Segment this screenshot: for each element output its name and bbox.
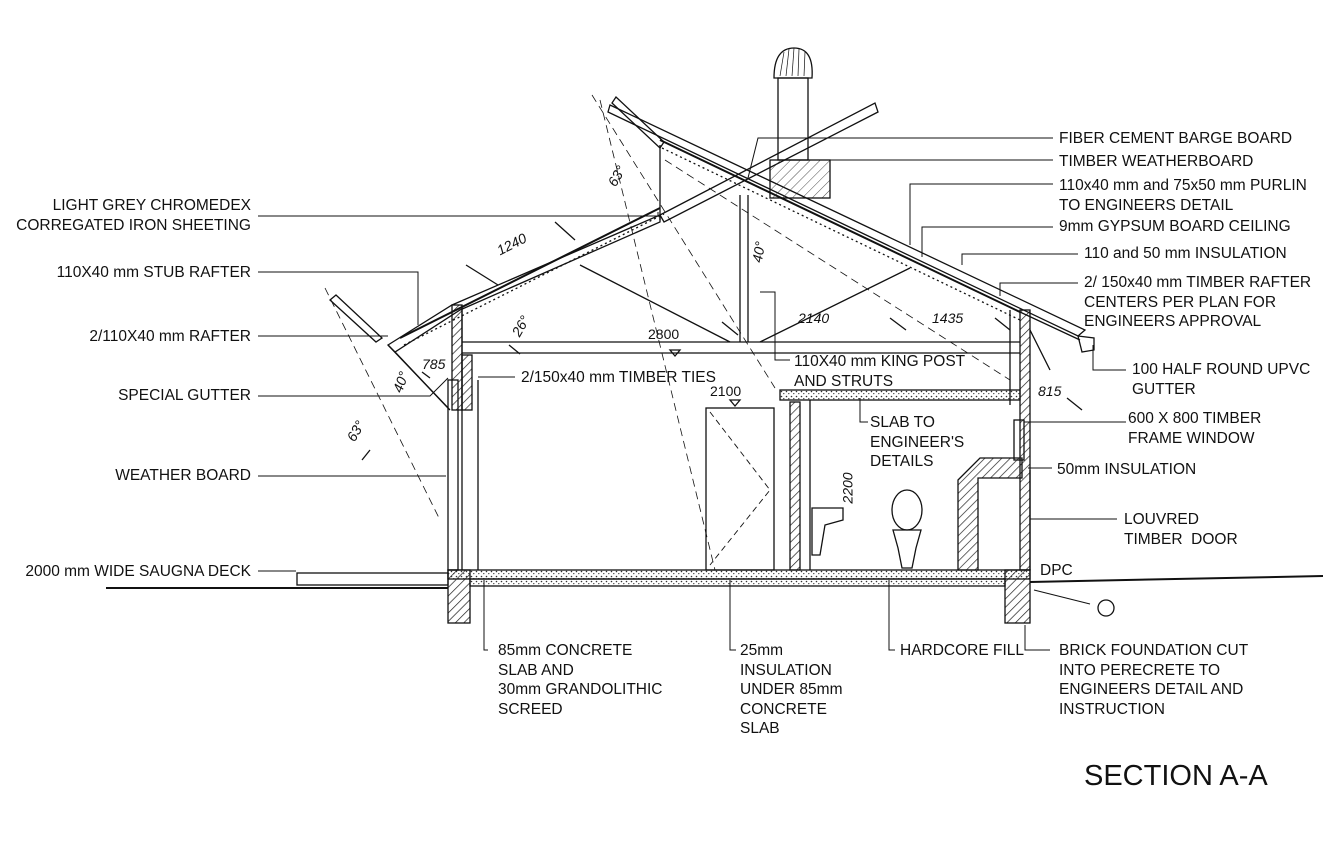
right-foundation (1004, 569, 1031, 624)
label-slab: SLAB TO ENGINEER'S DETAILS (870, 414, 965, 470)
ventilator-icon (773, 47, 813, 79)
label-insulation-25: 25mm INSULATION UNDER 85mm CONCRETE SLAB (740, 642, 843, 737)
label-timber-rafter: 2/ 150x40 mm TIMBER RAFTER CENTERS PER P… (1084, 274, 1312, 330)
dim-2800: 2800 (648, 326, 680, 342)
label-sheeting: LIGHT GREY CHROMEDEX CORREGATED IRON SHE… (16, 197, 251, 234)
chimney (777, 77, 809, 161)
left-foundation (447, 569, 471, 624)
label-hardcore: HARDCORE FILL (900, 642, 1025, 659)
label-rafter: 2/110X40 mm RAFTER (89, 328, 251, 345)
label-gypsum: 9mm GYPSUM BOARD CEILING (1059, 218, 1291, 235)
dim-2100: 2100 (710, 383, 742, 399)
sauna-deck (296, 572, 449, 586)
dim-2200: 2200 (839, 472, 856, 504)
label-louvred-door: LOUVRED TIMBER DOOR (1124, 511, 1238, 548)
label-weather-board: WEATHER BOARD (115, 467, 251, 484)
label-window: 600 X 800 TIMBER FRAME WINDOW (1128, 410, 1262, 447)
label-king-post: 110X40 mm KING POST AND STRUTS (794, 353, 966, 390)
toilet-icon (891, 489, 923, 531)
label-upvc-gutter: 100 HALF ROUND UPVC GUTTER (1132, 361, 1311, 398)
label-barge-board: FIBER CEMENT BARGE BOARD (1059, 130, 1293, 147)
dim-2140: 2140 (798, 310, 830, 326)
label-stub-rafter: 110X40 mm STUB RAFTER (56, 264, 251, 281)
basin-icon (811, 507, 844, 556)
label-insulation-50: 50mm INSULATION (1057, 461, 1197, 478)
dim-1435: 1435 (932, 310, 964, 326)
label-purlin: 110x40 mm and 75x50 mm PURLIN TO ENGINEE… (1059, 177, 1307, 214)
section-title: SECTION A-A (1084, 760, 1268, 792)
internal-slab (779, 389, 1021, 401)
right-wall (1019, 309, 1031, 571)
upvc-gutter (1077, 335, 1095, 353)
dim-785: 785 (422, 356, 446, 372)
label-insulation: 110 and 50 mm INSULATION (1084, 245, 1287, 262)
label-foundation: BRICK FOUNDATION CUT INTO PERECRETE TO E… (1059, 642, 1249, 718)
label-deck: 2000 mm WIDE SAUGNA DECK (25, 563, 251, 580)
door (705, 407, 775, 571)
label-dpc: DPC (1040, 562, 1073, 579)
label-concrete: 85mm CONCRETE SLAB AND 30mm GRANDOLITHIC… (498, 642, 663, 718)
label-timber-ties: 2/150x40 mm TIMBER TIES (521, 369, 716, 386)
special-gutter (329, 294, 384, 343)
label-special-gutter: SPECIAL GUTTER (118, 387, 251, 404)
floor-slab (447, 569, 1031, 580)
label-weatherboard: TIMBER WEATHERBOARD (1059, 153, 1254, 170)
dim-815: 815 (1038, 383, 1062, 399)
